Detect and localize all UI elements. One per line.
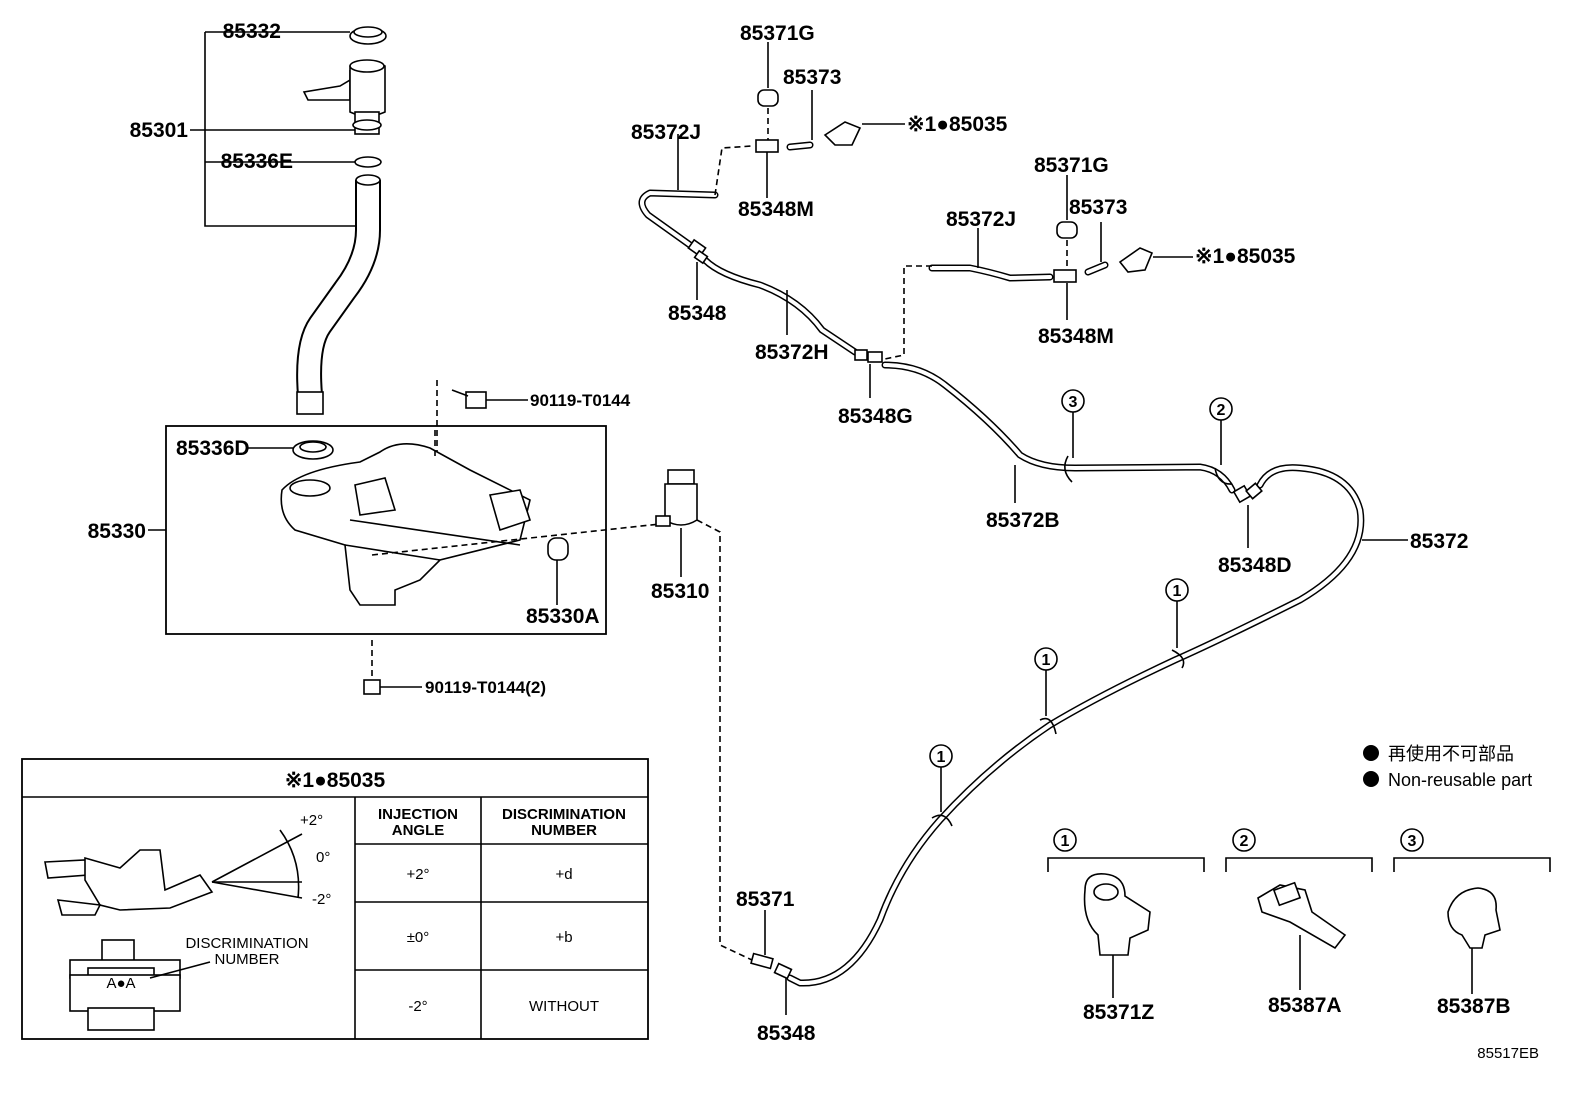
table-cell-number: WITHOUT	[529, 998, 599, 1015]
callout-85348M-b: 85348M	[1038, 325, 1114, 348]
filler-pipe	[296, 174, 381, 415]
table-cell-angle: -2°	[408, 998, 427, 1015]
callout-85330: 85330	[88, 520, 146, 543]
callout-85372B: 85372B	[986, 509, 1060, 532]
callout-85348-bottom: 85348	[757, 1022, 816, 1045]
connector-85348G	[854, 349, 883, 363]
disc-label-line2: NUMBER	[214, 951, 279, 968]
diagram-code: 85517EB	[1477, 1045, 1539, 1062]
nozzle-85035-a	[823, 121, 862, 146]
svg-text:1: 1	[1061, 833, 1070, 850]
clamp-marker-1-on-hose-a: 1	[1165, 578, 1189, 669]
svg-text:2: 2	[1240, 833, 1249, 850]
hose-85373-b	[1084, 261, 1109, 276]
callout-85373-a: 85373	[783, 66, 841, 89]
svg-text:3: 3	[1069, 394, 1078, 411]
svg-text:1: 1	[1173, 583, 1182, 600]
angle-zero-label: 0°	[316, 849, 330, 866]
svg-text:1: 1	[1042, 652, 1051, 669]
grommet-85330A	[547, 537, 569, 561]
washer-tank	[280, 443, 532, 606]
table-cell-angle: +2°	[406, 866, 429, 883]
grommet-85336D	[292, 440, 334, 460]
callout-85387B: 85387B	[1437, 995, 1511, 1018]
o-ring-85336E	[354, 156, 382, 168]
callout-85035-a: ※1●85035	[907, 113, 1008, 136]
connector-85348D	[1232, 482, 1263, 504]
callout-85035-b: ※1●85035	[1195, 245, 1296, 268]
hose-85372	[786, 464, 1365, 987]
callout-85348G: 85348G	[838, 405, 913, 428]
callout-85336D: 85336D	[176, 437, 250, 460]
callout-85332: 85332	[223, 20, 281, 43]
col-header-injection: INJECTION	[378, 806, 458, 823]
nozzle-inset: ※1●85035 INJECTION ANGLE DISCRIMINATION …	[21, 758, 649, 1040]
callout-85371: 85371	[736, 888, 795, 911]
nozzle-front-view: A●A DISCRIMINATION NUMBER	[69, 935, 309, 1031]
callout-85330A: 85330A	[526, 605, 600, 628]
table-cell-angle: ±0°	[407, 929, 430, 946]
callout-90119-bottom: 90119-T0144(2)	[425, 678, 546, 697]
legend-english: Non-reusable part	[1388, 770, 1532, 790]
clamp-detail-2: 2 85387A	[1225, 828, 1373, 1017]
hose-85372J-lower	[928, 264, 1054, 282]
callout-85371Z: 85371Z	[1083, 1001, 1154, 1024]
legend-japanese: 再使用不可部品	[1388, 744, 1514, 764]
callout-85310: 85310	[651, 580, 709, 603]
svg-text:3: 3	[1408, 833, 1417, 850]
col-header-number: NUMBER	[531, 822, 597, 839]
callout-85373-b: 85373	[1069, 196, 1127, 219]
table-cell-number: +d	[555, 866, 572, 883]
callout-85348M-a: 85348M	[738, 198, 814, 221]
stamp-text: A●A	[106, 975, 135, 992]
clamp-detail-1: 1 85371Z	[1047, 828, 1205, 1024]
callout-85348-top: 85348	[668, 302, 727, 325]
inlet-85301	[302, 59, 386, 135]
callout-85372: 85372	[1410, 530, 1468, 553]
bolt-icon	[451, 389, 487, 409]
clamp-detail-3: 3 85387B	[1393, 828, 1551, 1018]
clamp-marker-1-on-hose-c: 1	[929, 744, 953, 827]
angle-minus-label: -2°	[312, 891, 331, 908]
col-header-discrimination: DISCRIMINATION	[502, 806, 626, 823]
hose-85372J-upper	[638, 189, 719, 249]
callout-85372H: 85372H	[755, 341, 829, 364]
hose-85373-a	[786, 141, 814, 151]
bolt-icon	[363, 679, 381, 695]
cap-85371G-a	[757, 89, 779, 107]
callout-85371G-b: 85371G	[1034, 154, 1109, 177]
angle-plus-label: +2°	[300, 812, 323, 829]
callout-85387A: 85387A	[1268, 994, 1342, 1017]
callout-85371G-a: 85371G	[740, 22, 815, 45]
connector-85348-top	[687, 238, 709, 265]
clamp-marker-1-on-hose-b: 1	[1034, 647, 1058, 735]
tee-85348M-b	[1053, 269, 1077, 283]
svg-text:1: 1	[937, 749, 946, 766]
legend: 再使用不可部品 Non-reusable part	[1363, 744, 1532, 790]
nozzle-85035-b	[1118, 247, 1154, 273]
connector-85371	[750, 952, 793, 980]
callout-85372J-b: 85372J	[946, 208, 1016, 231]
pump-85310	[655, 469, 698, 527]
callout-85372J-a: 85372J	[631, 121, 701, 144]
table-cell-number: +b	[555, 929, 572, 946]
hose-85372H	[701, 256, 859, 356]
nozzle-side-view: +2° 0° -2°	[44, 812, 331, 916]
col-header-angle: ANGLE	[392, 822, 445, 839]
svg-text:2: 2	[1217, 402, 1226, 419]
disc-label-line1: DISCRIMINATION	[185, 935, 308, 952]
cap-85332	[349, 26, 387, 45]
callout-85301: 85301	[130, 119, 189, 142]
tee-85348M-a	[755, 139, 779, 160]
callout-85348D: 85348D	[1218, 554, 1292, 577]
clamp-marker-2-on-hose: 2	[1209, 397, 1233, 485]
callout-90119-top: 90119-T0144	[530, 391, 631, 410]
inset-title: ※1●85035	[285, 769, 386, 792]
hose-85372B	[881, 361, 1236, 494]
cap-85371G-b	[1056, 221, 1078, 239]
clamp-marker-3-on-hose: 3	[1061, 389, 1085, 483]
callout-85336E: 85336E	[221, 150, 293, 173]
